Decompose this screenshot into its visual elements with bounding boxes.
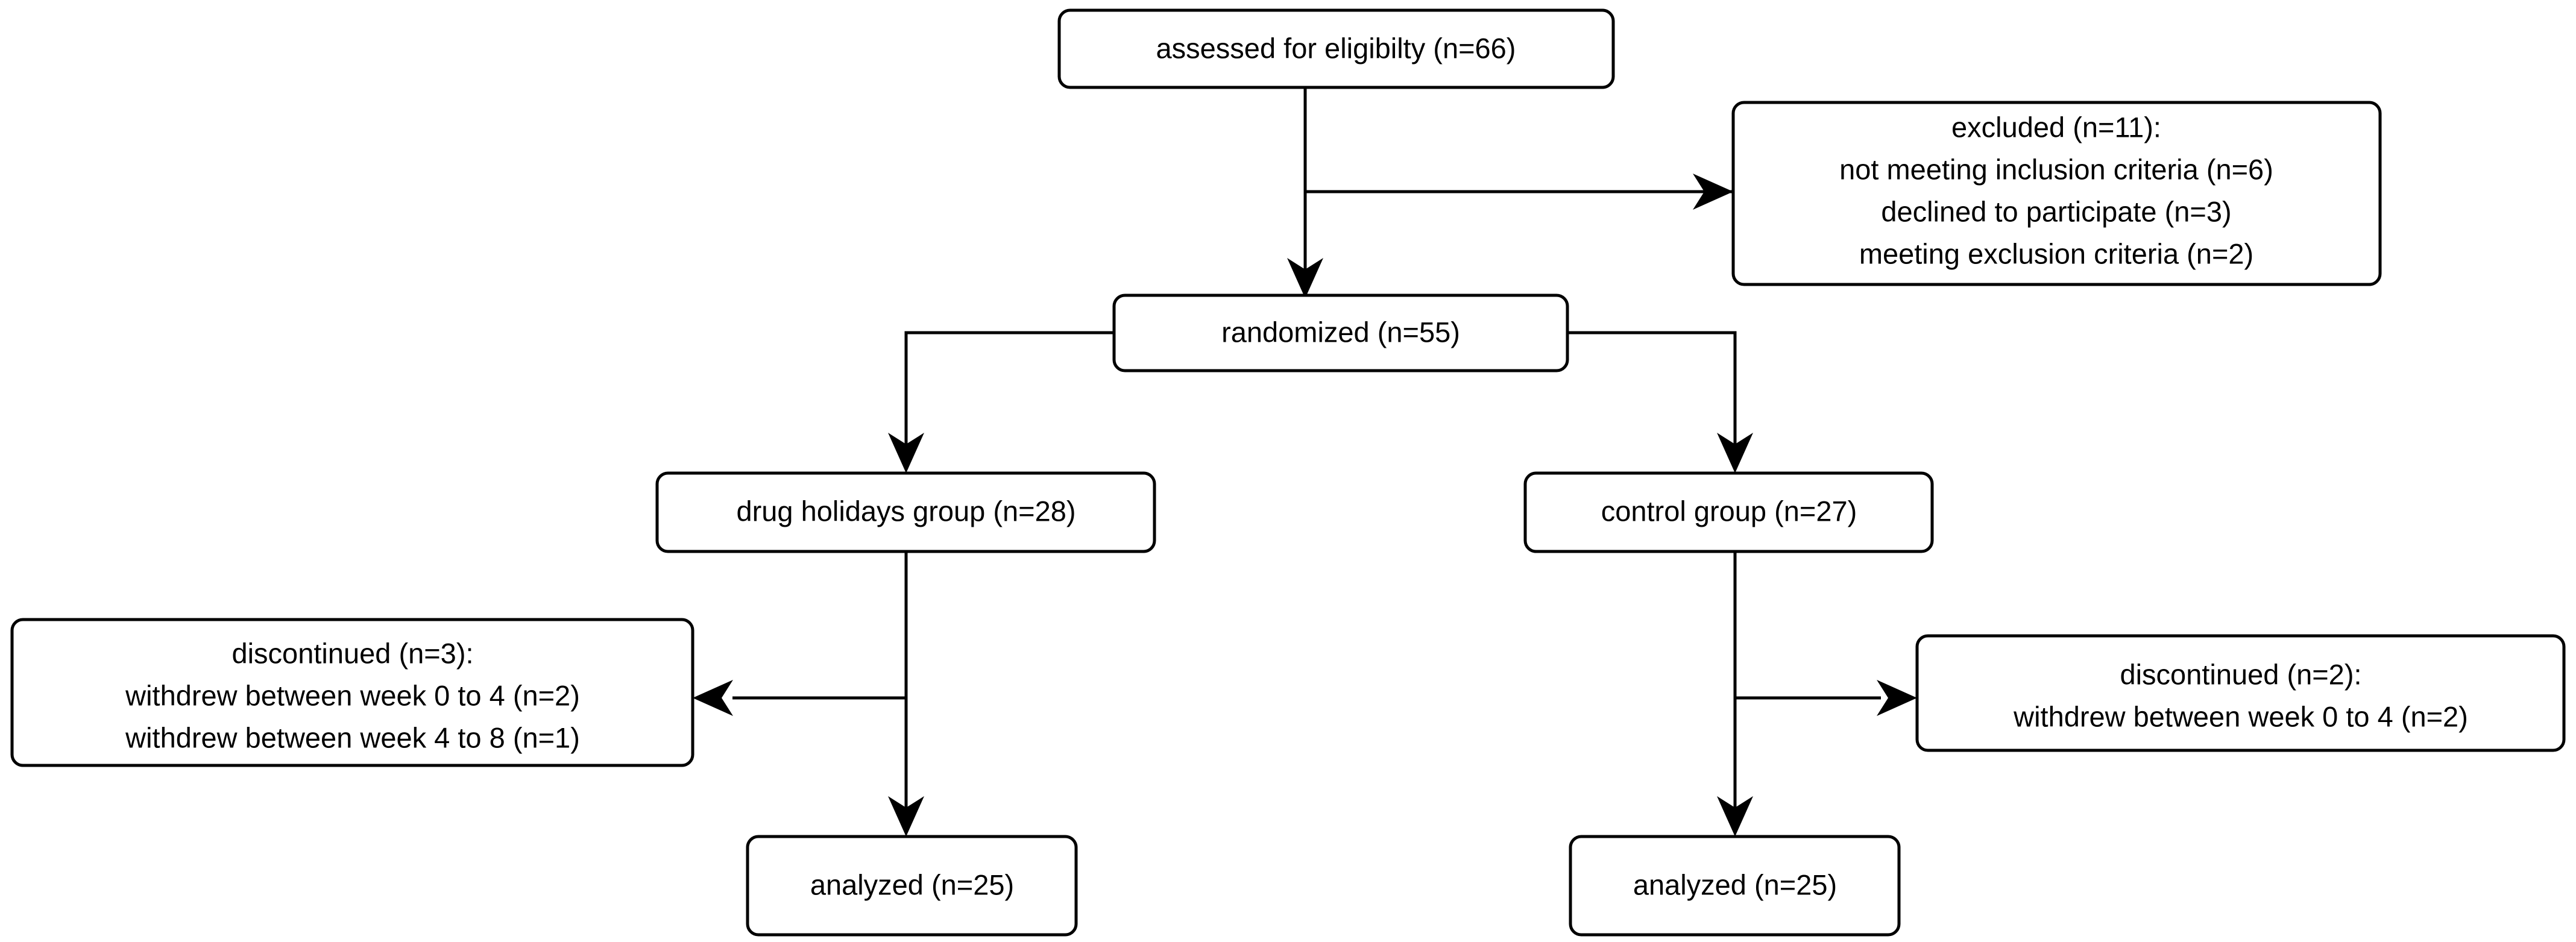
node-label-line: withdrew between week 0 to 4 (n=2) [125, 679, 580, 711]
node-label-line: meeting exclusion criteria (n=2) [1859, 237, 2253, 269]
node-label-line: excluded (n=11): [1951, 111, 2161, 143]
node-analyzed-drug-holidays[interactable]: analyzed (n=25) [746, 835, 1078, 937]
node-analyzed-control[interactable]: analyzed (n=25) [1569, 835, 1901, 937]
arrow-head-icon [888, 796, 924, 837]
node-box[interactable] [1112, 294, 1569, 372]
node-label-line: drug holidays group (n=28) [736, 495, 1075, 527]
edge-assessed-to-randomized [1287, 87, 1323, 298]
node-box[interactable] [10, 618, 694, 767]
edge-randomized-to-control [1567, 331, 1753, 473]
node-label-line: analyzed (n=25) [810, 868, 1014, 900]
edge-control-to-discontinued [1735, 680, 1917, 716]
node-box[interactable] [1057, 8, 1615, 89]
node-label-line: randomized (n=55) [1221, 316, 1460, 348]
node-label-line: declined to participate (n=3) [1881, 195, 2231, 227]
arrow-head-icon [1717, 796, 1753, 837]
node-label-line: discontinued (n=2): [2120, 658, 2361, 690]
edge-randomized-to-drug-holidays [888, 331, 1114, 473]
node-discontinued-drug-holidays[interactable]: discontinued (n=3): withdrew between wee… [10, 618, 694, 767]
arrow-head-icon [1717, 433, 1753, 473]
node-excluded[interactable]: excluded (n=11): not meeting inclusion c… [1731, 101, 2382, 286]
arrow-head-icon [1287, 258, 1323, 298]
node-box[interactable] [1915, 634, 2566, 752]
edge-control-to-analyzed [1717, 551, 1753, 837]
connector-line [904, 331, 1114, 452]
node-discontinued-control[interactable]: discontinued (n=2): withdrew between wee… [1915, 634, 2566, 752]
arrow-head-icon [693, 680, 733, 716]
node-label-line: assessed for eligibilty (n=66) [1156, 32, 1516, 64]
node-label-line: withdrew between week 4 to 8 (n=1) [125, 721, 580, 753]
node-label-line: discontinued (n=3): [231, 637, 473, 669]
node-label-line: analyzed (n=25) [1633, 868, 1837, 900]
node-drug-holidays-group[interactable]: drug holidays group (n=28) [655, 471, 1156, 553]
node-assessed-for-eligibility[interactable]: assessed for eligibilty (n=66) [1057, 8, 1615, 89]
arrow-head-icon [888, 433, 924, 473]
node-box[interactable] [655, 471, 1156, 553]
node-box[interactable] [1569, 835, 1901, 937]
node-box[interactable] [1523, 471, 1934, 553]
node-label-line: not meeting inclusion criteria (n=6) [1839, 153, 2273, 185]
arrow-head-icon [1877, 680, 1917, 716]
node-box[interactable] [1731, 101, 2382, 286]
node-box[interactable] [746, 835, 1078, 937]
edge-drug-holidays-to-discontinued [693, 680, 906, 716]
node-control-group[interactable]: control group (n=27) [1523, 471, 1934, 553]
node-randomized[interactable]: randomized (n=55) [1112, 294, 1569, 372]
arrow-head-icon [1693, 174, 1733, 210]
node-label-line: withdrew between week 0 to 4 (n=2) [2013, 700, 2468, 732]
edge-drug-holidays-to-analyzed [888, 551, 924, 837]
connector-line [1567, 331, 1737, 452]
node-label-line: control group (n=27) [1601, 495, 1857, 527]
